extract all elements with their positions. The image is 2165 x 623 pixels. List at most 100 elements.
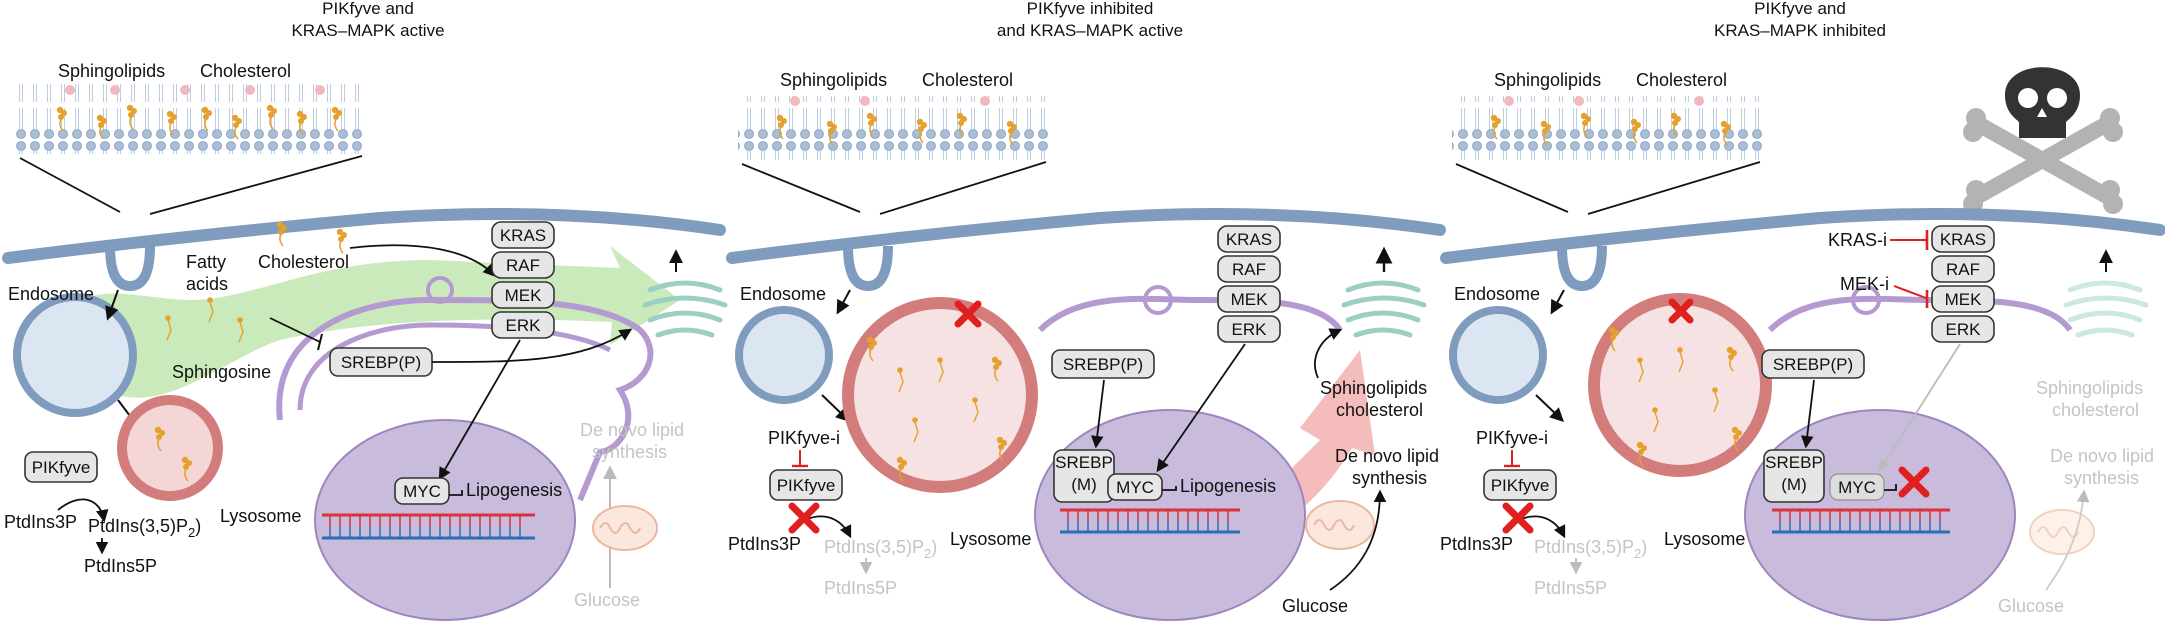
panel-title-line1: PIKfyve inhibited: [1027, 0, 1154, 18]
label-fatty-line1: Fatty: [186, 252, 226, 272]
raf-label: RAF: [506, 256, 540, 275]
label-lysosome: Lysosome: [220, 506, 301, 526]
erk-label: ERK: [1232, 320, 1268, 339]
label-denovo-line1: De novo lipid: [1335, 446, 1439, 466]
label-ptdins35p2: PtdIns(3,5)P2): [824, 537, 937, 561]
label-denovo-line1: De novo lipid: [2050, 446, 2154, 466]
label-ptdins5p: PtdIns5P: [1534, 578, 1607, 598]
label-cholesterol: Cholesterol: [200, 61, 291, 81]
srebp-m-pill: [1763, 449, 1825, 503]
dna: [1772, 508, 1950, 534]
label-endosome: Endosome: [740, 284, 826, 304]
plasma-membrane: [726, 208, 1446, 264]
panel-pikfyve-kras-active: PIKfyve and KRAS–MAPK active Sphingolipi…: [2, 0, 728, 621]
label-cholesterol-free: Cholesterol: [258, 252, 349, 272]
label-denovo-line2: synthesis: [1352, 468, 1427, 488]
srebp-p-pill: [1051, 349, 1155, 379]
label-lipogenesis: Lipogenesis: [1180, 476, 1276, 496]
panel-pikfyve-inhibited: PIKfyve inhibited and KRAS–MAPK active S…: [726, 0, 1446, 621]
label-pikfyve-i: PIKfyve-i: [768, 428, 840, 448]
kras-mapk-cascade: KRAS RAF MEK ERK: [1931, 225, 1995, 343]
label-glucose: Glucose: [1282, 596, 1348, 616]
kras-pill: [491, 221, 555, 249]
golgi-icon: [2063, 280, 2149, 338]
label-lysosome: Lysosome: [1664, 529, 1745, 549]
membrane-zoom: [14, 84, 366, 154]
myc-pill: [394, 477, 450, 505]
dna: [1060, 508, 1240, 534]
kras-mapk-cascade: KRAS RAF MEK ERK: [1217, 225, 1281, 343]
pikfyve-label: PIKfyve: [777, 476, 836, 495]
label-sphingolipids-chol-line2: cholesterol: [2052, 400, 2139, 420]
pikfyve-label: PIKfyve: [32, 458, 91, 477]
endocytic-pit: [105, 245, 155, 292]
raf-label: RAF: [1232, 260, 1266, 279]
myc-label: MYC: [403, 482, 441, 501]
golgi-icon: [642, 280, 728, 338]
label-cholesterol: Cholesterol: [922, 70, 1013, 90]
label-denovo-line2: synthesis: [2064, 468, 2139, 488]
raf-pill: [491, 251, 555, 279]
pikfyve-pill: [769, 469, 843, 501]
srebp-m-line1: SREBP: [1055, 453, 1113, 472]
mitochondrion-icon: [2029, 509, 2095, 555]
label-fatty-line2: acids: [186, 274, 228, 294]
plasma-membrane: [2, 208, 726, 264]
mek-label: MEK: [1945, 290, 1983, 309]
label-endosome: Endosome: [1454, 284, 1540, 304]
srebp-p-label: SREBP(P): [341, 353, 421, 372]
endosome: [1449, 306, 1547, 404]
label-sphingolipids-chol-line1: Sphingolipids: [2036, 378, 2143, 398]
myc-pill: [1107, 473, 1163, 501]
myc-label: MYC: [1116, 478, 1154, 497]
endoplasmic-reticulum: [276, 296, 654, 502]
red-x-icon: [1668, 298, 1694, 324]
label-lysosome: Lysosome: [950, 529, 1031, 549]
label-kras-i: KRAS-i: [1828, 230, 1887, 250]
kras-label: KRAS: [1226, 230, 1272, 249]
label-lipogenesis: Lipogenesis: [466, 480, 562, 500]
membrane-zoom: [738, 96, 1050, 160]
label-glucose: Glucose: [1998, 596, 2064, 616]
myc-pill: [1829, 473, 1885, 501]
srebp-p-label: SREBP(P): [1063, 355, 1143, 374]
red-x-icon: [788, 502, 820, 534]
kras-label: KRAS: [1940, 230, 1986, 249]
label-sphingolipids-chol-line2: cholesterol: [1336, 400, 1423, 420]
label-ptdins3p: PtdIns3P: [728, 534, 801, 554]
endosome: [13, 293, 137, 417]
label-cholesterol: Cholesterol: [1636, 70, 1727, 90]
srebp-p-label: SREBP(P): [1773, 355, 1853, 374]
label-ptdins5p: PtdIns5P: [824, 578, 897, 598]
label-sphingolipids: Sphingolipids: [58, 61, 165, 81]
label-glucose: Glucose: [574, 590, 640, 610]
pikfyve-label: PIKfyve: [1491, 476, 1550, 495]
pikfyve-pill: [24, 451, 98, 483]
endosome: [735, 306, 833, 404]
mek-label: MEK: [1231, 290, 1269, 309]
red-x-icon: [1898, 466, 1930, 498]
panel-title-line2: KRAS–MAPK active: [291, 21, 444, 40]
srebp-m-line2: (M): [1071, 475, 1096, 494]
pikfyve-pill: [1483, 469, 1557, 501]
label-mek-i: MEK-i: [1840, 274, 1889, 294]
srebp-m-line1: SREBP: [1765, 453, 1823, 472]
plasma-membrane: [1440, 208, 2165, 264]
label-sphingolipids-chol-line1: Sphingolipids: [1320, 378, 1427, 398]
label-endosome: Endosome: [8, 284, 94, 304]
srebp-m-line2: (M): [1781, 475, 1806, 494]
panel-title-line1: PIKfyve and: [322, 0, 414, 18]
kras-label: KRAS: [500, 226, 546, 245]
red-x-icon: [1502, 502, 1534, 534]
label-ptdins3p: PtdIns3P: [1440, 534, 1513, 554]
mitochondrion-icon: [1305, 500, 1375, 550]
zoom-line-left: [19, 157, 121, 213]
lysosome-enlarged: [842, 297, 1038, 493]
raf-label: RAF: [1946, 260, 1980, 279]
red-x-icon: [954, 300, 982, 328]
nucleus: [1034, 409, 1306, 621]
srebp-p-pill: [1761, 349, 1865, 379]
label-ptdins3p: PtdIns3P: [4, 512, 77, 532]
erk-label: ERK: [506, 316, 542, 335]
